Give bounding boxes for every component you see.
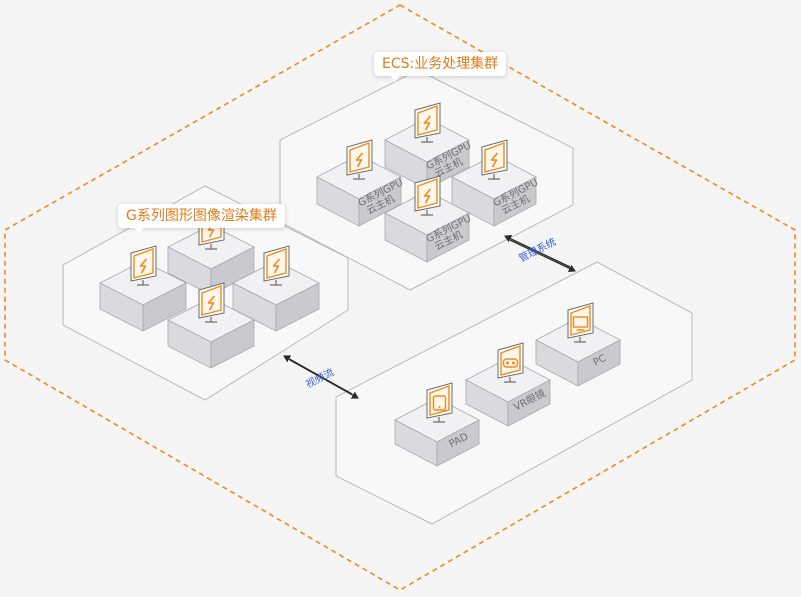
monitor-screen [500, 344, 521, 376]
pc-device-icon [567, 302, 594, 343]
g-server-box-4 [167, 282, 255, 369]
lightning-glyph [423, 115, 432, 131]
management-flow: 管理系统 [504, 234, 576, 273]
box-right-face [507, 379, 551, 427]
callout-tail [134, 227, 144, 234]
management-arrow-down [509, 239, 576, 273]
lightning-glyph [272, 258, 281, 274]
gpu-monitor-icon [481, 139, 508, 180]
lightning-glyph [490, 152, 499, 168]
g-cluster-callout: G系列图形图像渲染集群 [118, 204, 285, 234]
box-right-face [577, 339, 621, 387]
gpu-monitor-icon [263, 245, 290, 286]
gpu-monitor-icon [414, 102, 441, 143]
monitor-screen [429, 384, 450, 416]
ecs-cluster-title: ECS:业务处理集群 [382, 56, 499, 72]
gpu-monitor-icon [198, 282, 225, 323]
vr-lens [512, 361, 515, 365]
vr-lens [506, 361, 509, 365]
g-server-box-2 [232, 245, 320, 332]
tablet-glyph [432, 395, 447, 411]
management-arrow-up [504, 234, 571, 268]
g-cluster-servers [99, 209, 320, 369]
lightning-glyph [423, 188, 432, 204]
video-flow: 视频流 [283, 355, 359, 399]
callout-tail [390, 75, 400, 82]
box-right-face [493, 176, 537, 227]
pc-screen-glyph [572, 316, 589, 328]
outer-boundary [4, 4, 796, 591]
box-right-face [426, 212, 470, 263]
lightning-glyph [355, 152, 364, 168]
lightning-glyph [139, 258, 148, 274]
box-right-face [275, 282, 320, 332]
vr-device-box: VR眼镜 [465, 342, 551, 427]
gpu-monitor-icon [346, 139, 373, 180]
tablet-button [438, 406, 441, 408]
box-right-face [142, 282, 187, 332]
lightning-glyph [207, 295, 216, 311]
box-label-line: PC [592, 353, 609, 369]
g-cluster-title: G系列图形图像渲染集群 [126, 208, 277, 224]
ecs-cluster-callout: ECS:业务处理集群 [374, 52, 507, 82]
box-right-face [436, 419, 480, 467]
video-arrow-up [283, 355, 353, 395]
box-right-face [210, 319, 255, 369]
gpu-monitor-icon [130, 245, 157, 286]
pad-device-icon [426, 382, 453, 423]
monitor-screen [570, 304, 591, 336]
vr-device-icon [497, 342, 524, 383]
g-server-box-3 [99, 245, 187, 332]
vr-goggles-glyph [502, 358, 519, 368]
box-right-face [358, 176, 402, 227]
pad-device-box: PAD [394, 382, 480, 467]
gpu-monitor-icon [414, 175, 441, 216]
pc-device-box: PC [535, 302, 621, 387]
